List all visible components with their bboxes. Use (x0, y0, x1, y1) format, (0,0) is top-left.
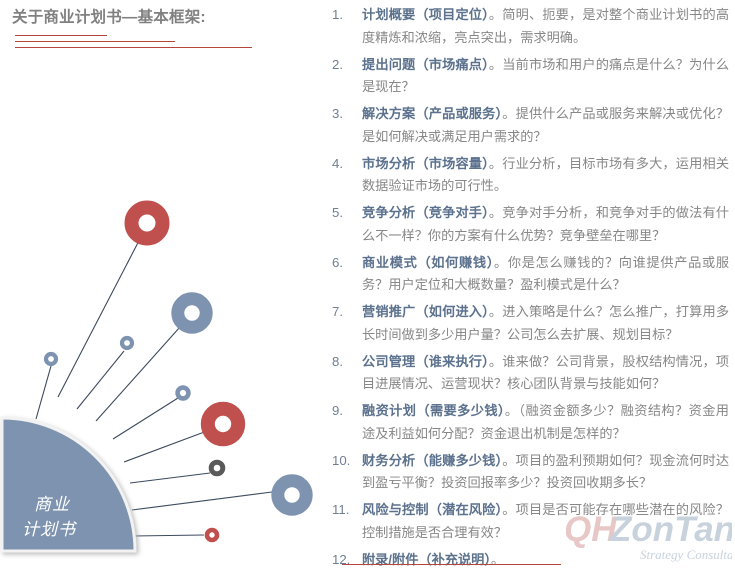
framework-list-panel: 1.计划概要（项目定位）。简明、扼要，是对整个商业计划书的高度精炼和浓缩，亮点突… (332, 0, 735, 578)
list-item-heading: 解决方案（产品或服务） (362, 106, 503, 121)
list-item-number: 10. (332, 452, 351, 468)
title-underline-2 (15, 41, 175, 42)
list-item-heading: 计划概要（项目定位） (362, 7, 489, 22)
title-underline-1 (15, 35, 107, 36)
list-item-heading: 市场分析（市场容量） (362, 155, 489, 171)
node-ring-3 (119, 335, 135, 351)
connector-line-2 (57, 232, 144, 398)
list-item-description: 项目是否可能存在哪些潜在的风险？控制措施是否合理有效？ (362, 502, 730, 540)
connector-line-6 (123, 430, 208, 463)
node-rings (43, 200, 313, 543)
list-item-number: 11. (332, 502, 350, 517)
list-item[interactable]: 9. 融资计划（需要多少钱）。（融资金额多少？融资结构？资金用途及利益如何分配？资… (332, 400, 729, 445)
list-item-separator: 。 (502, 106, 516, 121)
list-item-description: 提供什么产品或服务来解决或优化？是如何解决或满足用户需求的？ (362, 106, 730, 144)
list-item-separator: 。 (502, 452, 516, 468)
list-item[interactable]: 5. 竞争分析（竞争对手）。竞争对手分析，和竞争对手的做法有什么不一样？你的方案有… (332, 202, 729, 247)
node-ring-5 (175, 385, 191, 401)
page-title: 关于商业计划书—基本框架: (12, 9, 206, 26)
list-item-description: 当前市场和用户的痛点是什么？为什么是现在？ (362, 56, 730, 95)
list-item-description: 竞争对手分析，和竞争对手的做法有什么不一样？你的方案有什么优势？竞争壁垒在哪里？ (362, 205, 730, 243)
list-item-separator: 。 (488, 56, 503, 72)
node-ring-7 (208, 459, 226, 477)
framework-list: 1.计划概要（项目定位）。简明、扼要，是对整个商业计划书的高度精炼和浓缩，亮点突… (332, 4, 729, 571)
list-item-number: 9. (332, 403, 343, 418)
list-item-number: 2. (332, 56, 343, 72)
list-item[interactable]: 10. 财务分析（能赚多少钱）。项目的盈利预期如何？现金流何时达到盈亏平衡？投资回… (332, 450, 729, 495)
list-item-number: 12. (332, 551, 351, 567)
list-item-description: 你是怎么赚钱的？向谁提供产品或服务？用户定位和大概数量？盈利模式是什么？ (362, 254, 730, 293)
list-item-heading: 融资计划（需要多少钱） (362, 403, 505, 418)
node-ring-6 (200, 401, 246, 447)
connector-line-8 (131, 491, 273, 511)
list-item-separator: 。 (504, 403, 519, 418)
connector-line-5 (112, 397, 179, 440)
list-item-description: 进入策略是什么？怎么推广，打算用多长时间做到多少用户量？公司怎么去扩展、规划目标… (362, 304, 730, 342)
list-item-number: 7. (332, 304, 343, 319)
list-item[interactable]: 2. 提出问题（市场痛点）。当前市场和用户的痛点是什么？为什么是现在？ (332, 54, 729, 99)
list-item-separator: 。 (488, 304, 503, 319)
fan-quarter-circle (0, 416, 137, 553)
node-ring-4 (171, 292, 213, 334)
list-item[interactable]: 7. 营销推广（如何进入）。进入策略是什么？怎么推广，打算用多长时间做到多少用户量… (332, 301, 729, 346)
connector-lines (35, 232, 273, 537)
node-ring-9 (204, 527, 220, 543)
node-ring-8 (271, 474, 313, 516)
list-item-number: 5. (332, 205, 343, 220)
connector-line-3 (76, 350, 125, 410)
connector-line-1 (35, 365, 52, 420)
connector-line-4 (95, 326, 181, 422)
list-item-description: 谁来做？公司背景，股权结构情况，项目进展情况、运营现状？核心团队背景与技能如何？ (362, 353, 730, 392)
connector-line-9 (132, 534, 205, 537)
bottom-underline (342, 564, 561, 565)
list-item-separator: 。 (490, 551, 505, 567)
list-item-heading: 公司管理（谁来执行） (362, 353, 489, 369)
list-item-separator: 。 (488, 155, 503, 171)
list-item-heading: 商业模式（如何赚钱） (362, 254, 495, 270)
radial-fan-diagram (0, 200, 313, 553)
list-item-description: 行业分析，目标市场有多大，运用相关数据验证市场的可行性。 (362, 155, 730, 194)
list-item[interactable]: 12. 附录/附件（补充说明）。 (332, 549, 729, 572)
list-item[interactable]: 1. 计划概要（项目定位）。简明、扼要，是对整个商业计划书的高度精炼和浓缩，亮点突… (332, 4, 729, 49)
list-item-number: 4. (332, 155, 343, 171)
list-item-separator: 。 (494, 254, 508, 270)
list-item-heading: 附录/附件（补充说明） (362, 551, 491, 567)
list-item-separator: 。 (488, 7, 503, 22)
connector-line-7 (129, 472, 211, 484)
list-item-heading: 提出问题（市场痛点） (362, 56, 489, 72)
list-item-number: 1. (332, 7, 343, 22)
list-item[interactable]: 4. 市场分析（市场容量）。行业分析，目标市场有多大，运用相关数据验证市场的可行性… (332, 153, 729, 198)
node-ring-1 (43, 351, 59, 367)
list-item-number: 8. (332, 353, 343, 369)
list-item-heading: 竞争分析（竞争对手） (362, 205, 489, 220)
list-item-description: （融资金额多少？融资结构？资金用途及利益如何分配？资金退出机制是怎样的？ (362, 403, 729, 441)
list-item[interactable]: 11. 风险与控制（潜在风险）。项目是否可能存在哪些潜在的风险？控制措施是否合理有… (332, 499, 729, 544)
title-underline-3 (15, 47, 252, 48)
list-item-heading: 风险与控制（潜在风险） (362, 502, 503, 517)
list-item-number: 3. (332, 106, 343, 121)
list-item-separator: 。 (488, 353, 503, 369)
list-item[interactable]: 6. 商业模式（如何赚钱）。你是怎么赚钱的？向谁提供产品或服务？用户定位和大概数量… (332, 252, 729, 297)
list-item-separator: 。 (488, 205, 503, 220)
list-item-heading: 财务分析（能赚多少钱） (362, 452, 503, 468)
node-ring-2 (124, 200, 170, 246)
list-item-description: 简明、扼要，是对整个商业计划书的高度精炼和浓缩，亮点突出，需求明确。 (362, 7, 730, 45)
list-item-heading: 营销推广（如何进入） (362, 304, 489, 319)
list-item-number: 6. (332, 254, 343, 270)
title-block: 关于商业计划书—基本框架: (12, 8, 332, 48)
list-item-separator: 。 (502, 502, 516, 517)
list-item[interactable]: 8. 公司管理（谁来执行）。谁来做？公司背景，股权结构情况，项目进展情况、运营现状… (332, 351, 729, 396)
list-item-description: 项目的盈利预期如何？现金流何时达到盈亏平衡？投资回报率多少？投资回收期多长？ (362, 452, 730, 491)
list-item[interactable]: 3. 解决方案（产品或服务）。提供什么产品或服务来解决或优化？是如何解决或满足用户… (332, 103, 729, 148)
